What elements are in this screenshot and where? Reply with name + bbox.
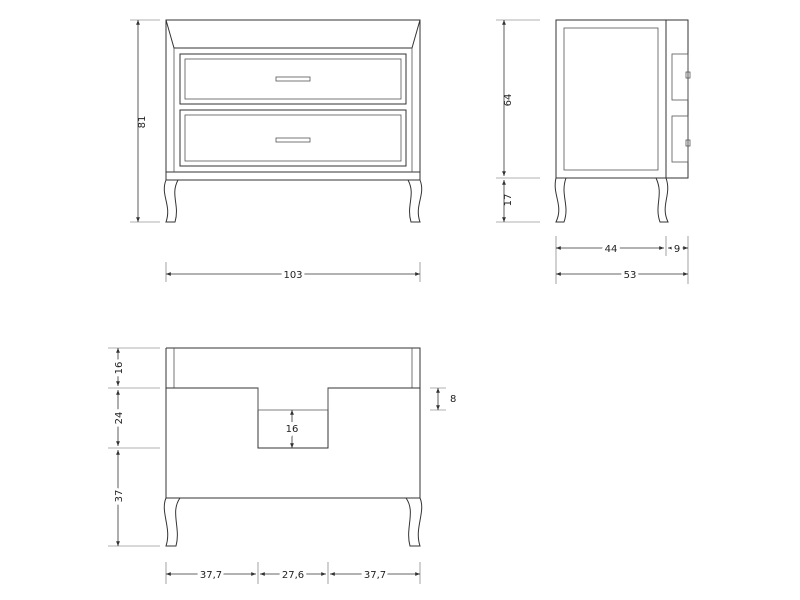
- back-right-width-label: 37,7: [364, 570, 386, 581]
- drawer-handle-bottom: [275, 137, 311, 143]
- back-view: 16 24 37 8 16 37,7 27,6 37,7: [108, 347, 456, 584]
- back-mid-height-label: 24: [114, 412, 125, 425]
- front-height-label: 81: [137, 116, 148, 129]
- side-leg-height-label: 17: [503, 194, 514, 207]
- side-leg-left: [554, 177, 567, 223]
- side-depth-total-label: 53: [624, 270, 637, 281]
- back-notch-height-label: 16: [286, 424, 299, 435]
- back-leg-left: [163, 497, 181, 547]
- back-leg-height-label: 37: [114, 490, 125, 503]
- side-depth-body-label: 44: [605, 244, 618, 255]
- side-leg-right: [655, 177, 669, 223]
- side-upper-height-label: 64: [503, 94, 514, 107]
- front-view: 81 103: [130, 19, 423, 284]
- drawer-handle-top: [275, 76, 311, 82]
- leg-left: [163, 179, 179, 223]
- back-top-height-label: 16: [114, 362, 125, 375]
- front-width-label: 103: [283, 270, 302, 281]
- back-left-width-label: 37,7: [200, 570, 222, 581]
- back-notch-offset-label: 8: [450, 394, 456, 405]
- side-depth-front-label: 9: [674, 244, 680, 255]
- back-center-width-label: 27,6: [282, 570, 304, 581]
- back-leg-right: [405, 497, 423, 547]
- side-view: 64 17 44 9 53: [496, 19, 691, 284]
- leg-right: [407, 179, 423, 223]
